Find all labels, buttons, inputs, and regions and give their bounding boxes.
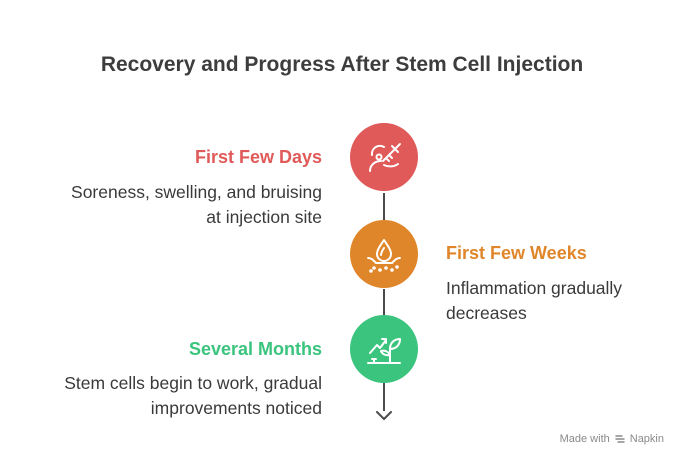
step-circle bbox=[350, 315, 418, 383]
injection-icon bbox=[369, 143, 401, 172]
connector-line bbox=[383, 193, 385, 221]
made-with-credit: Made with Napkin bbox=[559, 433, 664, 445]
arrow-down-icon bbox=[376, 411, 392, 420]
diagram-title: Recovery and Progress After Stem Cell In… bbox=[100, 53, 584, 76]
connector-line bbox=[383, 289, 385, 315]
step-title: Several Months bbox=[188, 339, 322, 359]
napkin-logo-icon bbox=[615, 435, 625, 443]
connector-line bbox=[383, 383, 385, 411]
skin-drop-icon bbox=[367, 239, 401, 273]
step-description: Stem cells begin to work, gradual improv… bbox=[64, 373, 322, 418]
step-circle bbox=[350, 123, 418, 191]
step-description: Soreness, swelling, and bruising at inje… bbox=[71, 182, 322, 227]
growth-icon bbox=[367, 338, 401, 364]
step-description: Inflammation gradually decreases bbox=[446, 278, 623, 323]
step-title: First Few Weeks bbox=[446, 243, 587, 263]
step-title: First Few Days bbox=[194, 147, 322, 167]
step-circle bbox=[350, 220, 418, 288]
